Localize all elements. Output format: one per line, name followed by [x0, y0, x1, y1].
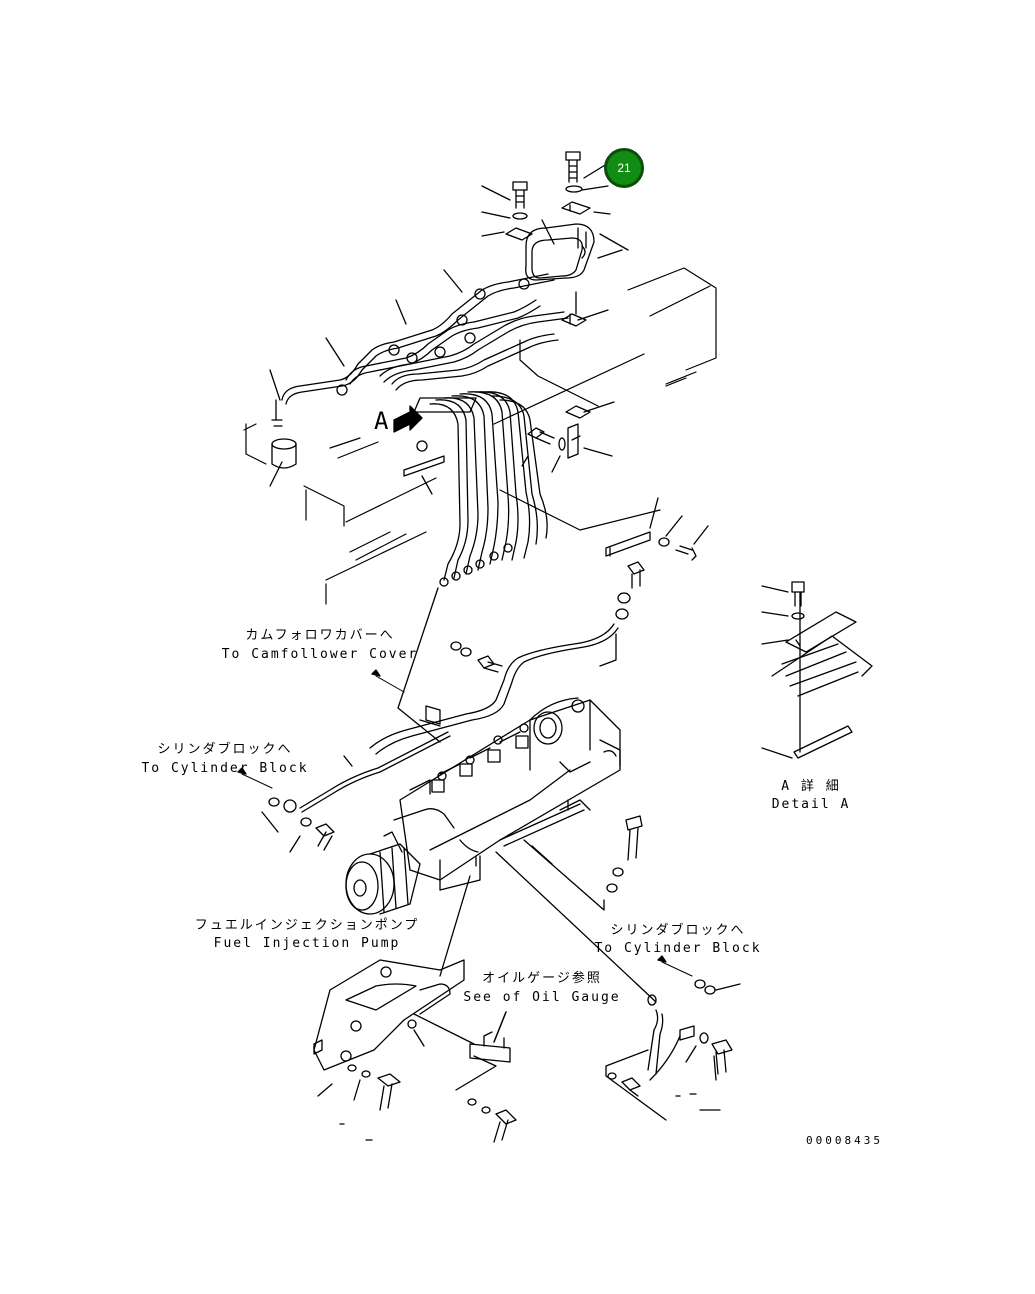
camfollower-label-ja: カムフォロワカバーへ [245, 628, 395, 643]
drawing-number: 00008435 [806, 1134, 883, 1147]
cyl-block-left-label-ja: シリンダブロックへ [157, 742, 293, 757]
bolt-upper-left [481, 181, 533, 241]
filler-cap [269, 438, 297, 487]
cyl-block-right-label-en: To Cylinder Block [594, 941, 762, 956]
pump-label-en: Fuel Injection Pump [213, 936, 401, 951]
pipe-to-cylinder-block-right [495, 803, 741, 1121]
annotation-leaders [237, 669, 693, 977]
detail-a-label-ja: A 詳 細 [781, 779, 841, 794]
bolt-mid-right [521, 423, 613, 473]
pipe-to-cylinder-block-left [261, 731, 451, 853]
clip-right-upper [561, 291, 615, 419]
bracket-right-middle [605, 497, 709, 561]
engine-block-outline [243, 267, 717, 605]
pump-bracket [313, 875, 475, 1071]
oil-gauge-label-ja: オイルゲージ参照 [482, 971, 602, 986]
fuel-injection-pump [383, 697, 621, 891]
long-bolt-pump-right [523, 815, 643, 911]
banjo-bolt-camfollower [369, 561, 645, 755]
oil-gauge-bracket [455, 1011, 517, 1143]
pipe-bracket [397, 587, 441, 743]
mounting-plate-small [403, 440, 445, 495]
fuel-line-bundle-upper [269, 269, 569, 427]
pump-coupling [345, 843, 421, 915]
fuel-line-clamp-loop [525, 219, 629, 281]
oil-gauge-label-en: See of Oil Gauge [463, 990, 621, 1005]
view-a-arrow [393, 405, 423, 433]
detail-a-label-en: Detail A [771, 797, 851, 812]
bolts-under-pump-bracket [317, 1064, 401, 1141]
pump-label-ja: フュエルインジェクションポンプ [194, 918, 420, 933]
detail-a-view [761, 581, 873, 759]
top-bolt-21 [561, 151, 611, 215]
washers-bolt-camfollower [450, 641, 503, 673]
cyl-block-left-label-en: To Cylinder Block [141, 761, 309, 776]
injection-lines-bundle [413, 391, 548, 587]
camfollower-label-en: To Camfollower Cover [221, 647, 419, 662]
callout-21[interactable]: 21 [604, 148, 644, 188]
view-a-marker: A [374, 407, 389, 435]
cyl-block-right-label-ja: シリンダブロックへ [610, 923, 746, 938]
